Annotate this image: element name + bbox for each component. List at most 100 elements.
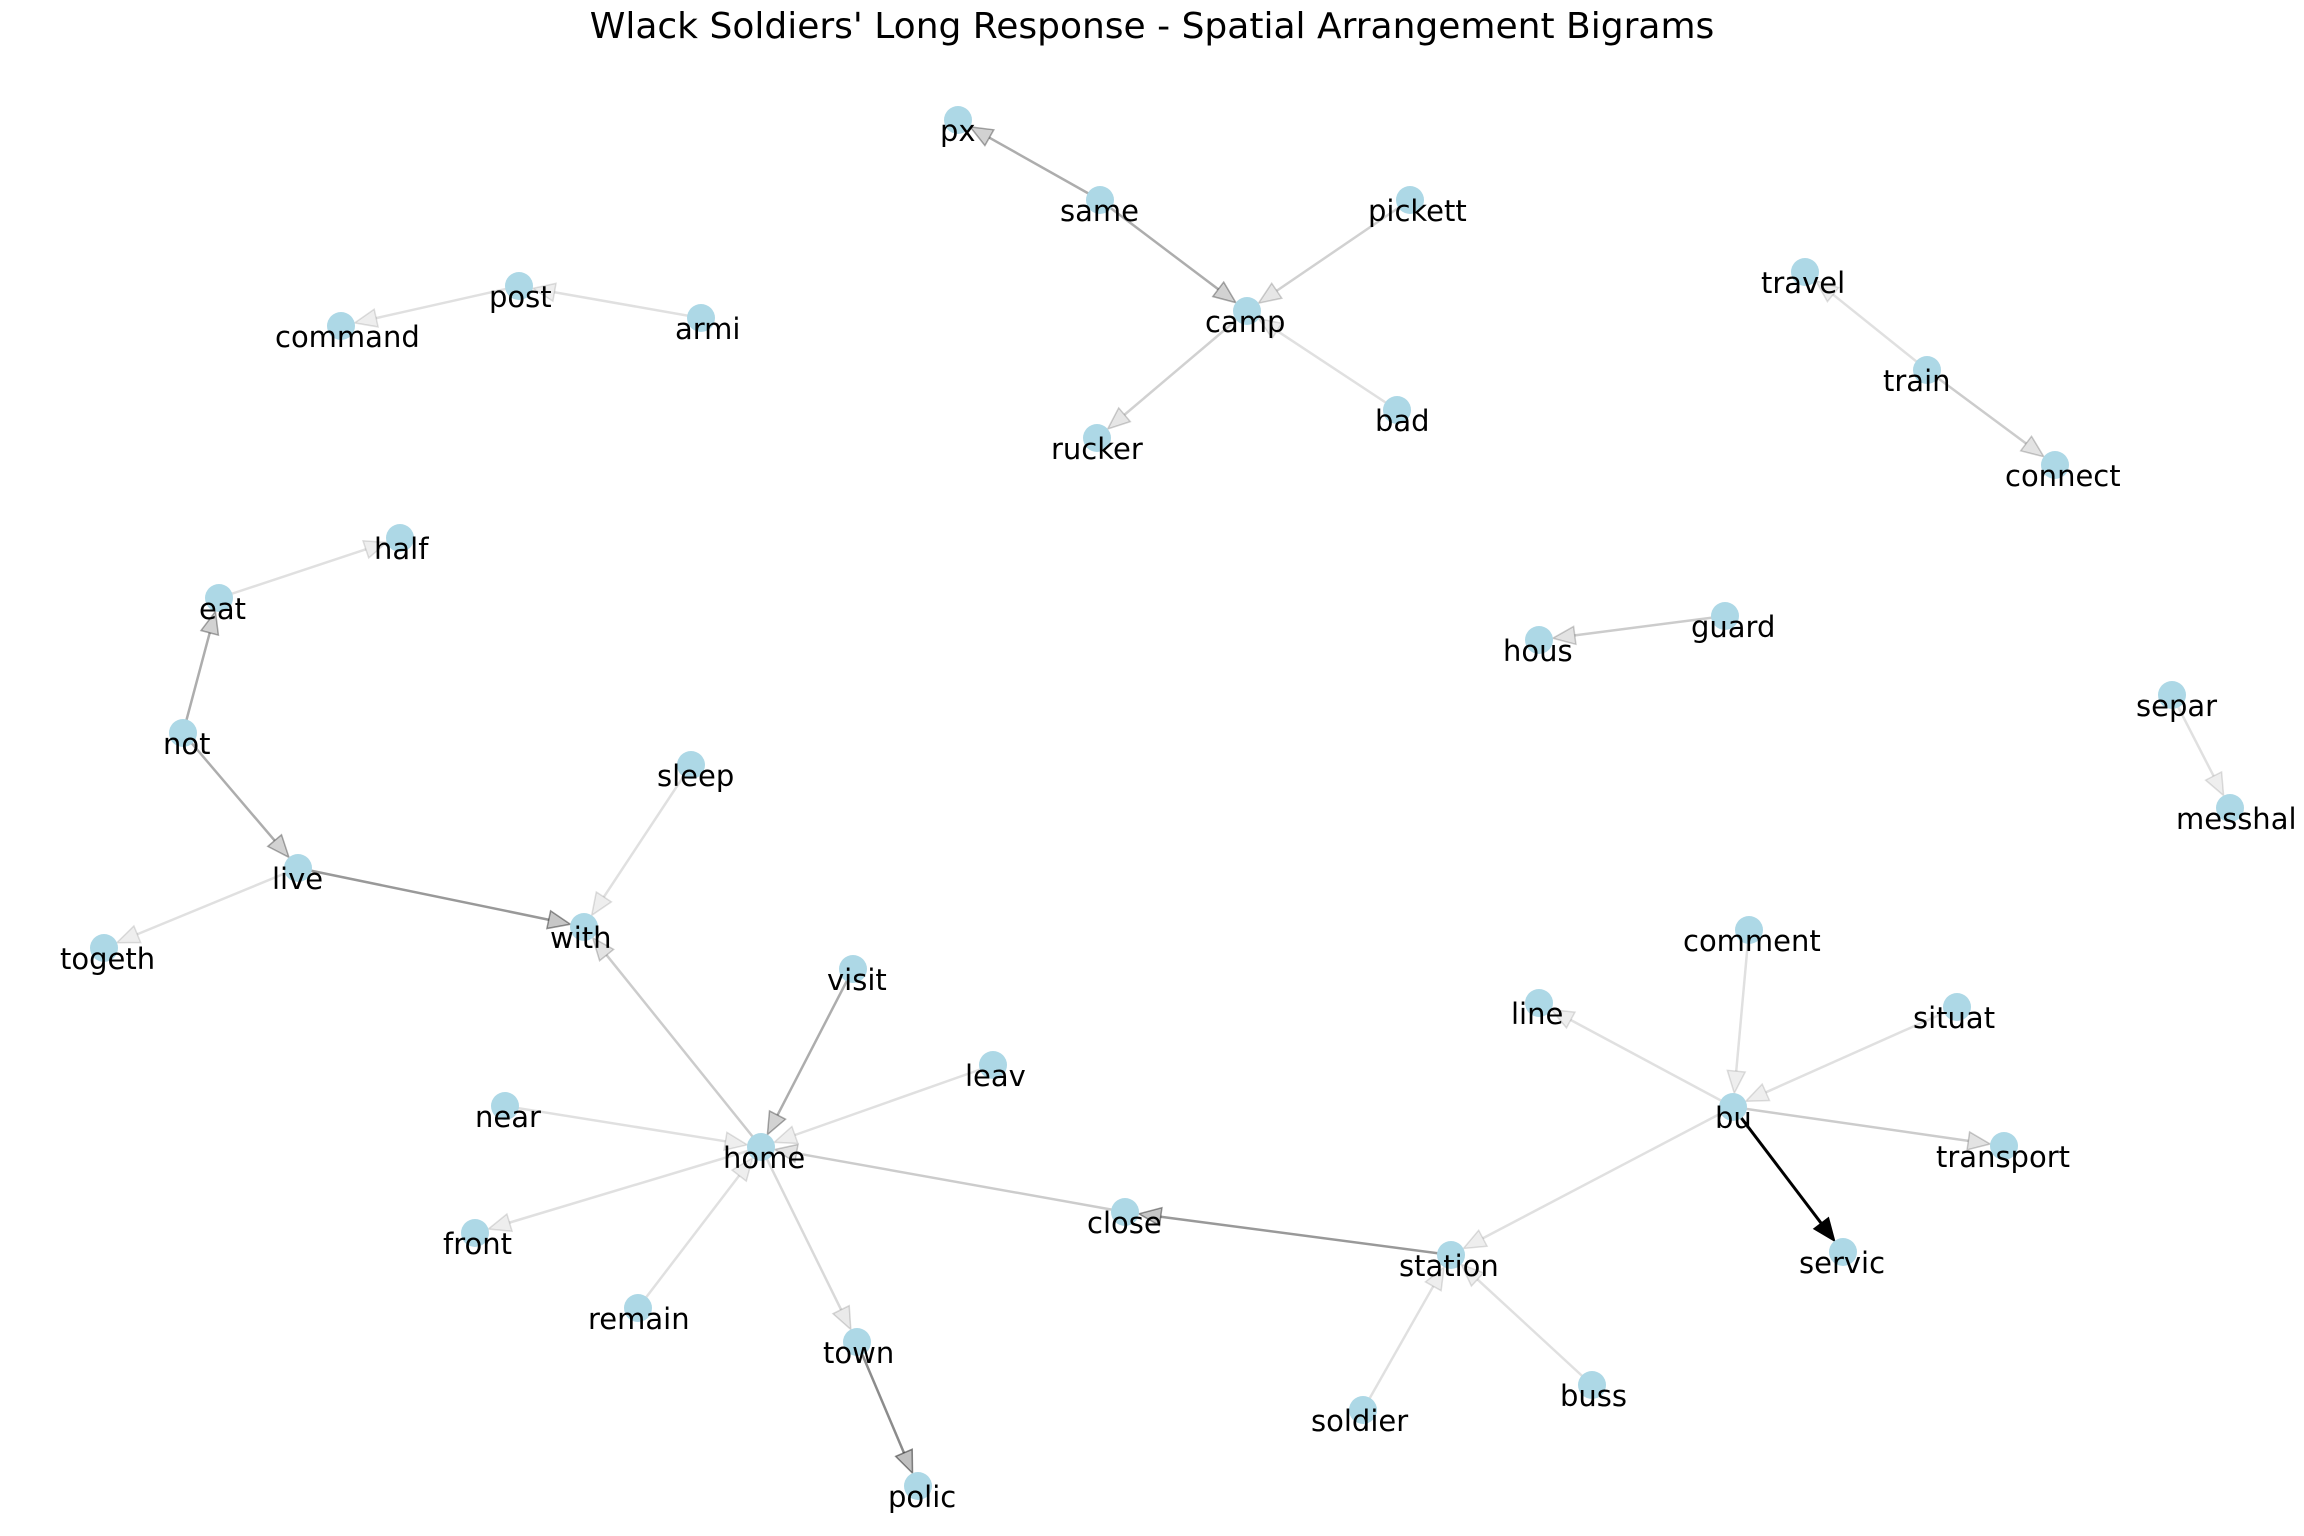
node-pickett[interactable] [1396,186,1424,214]
node-home[interactable] [747,1133,775,1161]
node-close[interactable] [1111,1198,1139,1226]
edge-not-to-live [182,732,291,859]
edge-line [796,1152,1126,1214]
edge-line [504,1104,726,1143]
node-front[interactable] [461,1219,489,1247]
edge-arrowhead [199,609,220,637]
node-label-rucker: rucker [1051,432,1143,466]
edge-line [1123,310,1248,416]
edge-arrowhead [1257,317,1284,340]
edge-situat-to-bu [1743,1005,1958,1103]
node-half[interactable] [386,524,414,552]
node-rucker[interactable] [1083,424,1111,452]
node-town[interactable] [843,1328,871,1356]
node-near[interactable] [491,1092,519,1120]
node-live[interactable] [284,854,312,882]
node-separ[interactable] [2158,681,2186,709]
edge-train-to-connect [1926,368,2046,458]
edge-arrowhead [1966,1130,1993,1151]
node-station[interactable] [1437,1241,1465,1269]
node-label-not: not [163,727,211,761]
node-connect[interactable] [2041,451,2069,479]
node-bad[interactable] [1383,396,1411,424]
node-eat[interactable] [205,584,233,612]
node-transport[interactable] [1990,1132,2018,1160]
edge-line [1361,1285,1435,1411]
node-sleep[interactable] [677,751,705,779]
node-label-live: live [272,862,323,896]
edge-arrowhead [766,1109,787,1137]
node-label-eat: eat [199,592,246,626]
node-post[interactable] [505,272,533,300]
node-bu[interactable] [1719,1093,1747,1121]
edge-arrowhead [545,909,573,930]
edge-arrowhead [723,1131,750,1152]
node-label-armi: armi [675,312,741,346]
node-label-bad: bad [1375,404,1430,438]
node-label-near: near [475,1100,541,1134]
edge-arrowhead [591,936,615,962]
edge-arrowhead [1549,1008,1577,1030]
edge-camp-to-rucker [1106,310,1248,431]
edge-arrowhead [1814,279,1840,303]
edge-arrowhead [1459,1263,1485,1288]
node-camp[interactable] [1233,297,1261,325]
edge-home-to-with [591,936,762,1148]
node-messhal[interactable] [2216,794,2244,822]
edge-arrowhead [352,308,380,328]
edge-arrowhead [115,924,142,944]
edge-bad-to-camp [1257,317,1398,412]
node-visit[interactable] [839,955,867,983]
edge-line [554,291,702,320]
node-togeth[interactable] [90,934,118,962]
edge-arrowhead [1461,1228,1489,1250]
node-label-comment: comment [1683,924,1821,958]
edge-line [1276,198,1411,292]
node-guard[interactable] [1711,602,1739,630]
node-command[interactable] [327,312,355,340]
node-situat[interactable] [1943,993,1971,1021]
edge-line [1476,1278,1593,1386]
node-px[interactable] [944,106,972,134]
edge-bu-to-transport [1732,1105,1993,1151]
edge-separ-to-messhal [2170,694,2225,798]
edge-arrowhead [1256,281,1284,305]
node-servic[interactable] [1829,1238,1857,1266]
node-not[interactable] [169,719,197,747]
node-label-sleep: sleep [657,759,734,793]
edge-line [1731,1106,1823,1225]
edge-post-to-command [352,284,520,328]
edge-line [605,954,762,1148]
node-label-travel: travel [1761,266,1845,300]
node-same[interactable] [1086,186,1114,214]
edge-arrowhead [590,890,613,917]
node-label-separ: separ [2136,689,2217,723]
node-line[interactable] [1525,989,1553,1017]
edge-line [181,632,211,734]
node-hous[interactable] [1525,626,1553,654]
edge-line [1160,1215,1452,1257]
node-with[interactable] [570,913,598,941]
node-soldier[interactable] [1349,1396,1377,1424]
node-travel[interactable] [1791,258,1819,286]
node-label-messhal: messhal [2176,802,2297,836]
edge-line [637,1174,741,1309]
node-polic[interactable] [904,1472,932,1500]
node-train[interactable] [1913,356,1941,384]
node-armi[interactable] [687,304,715,332]
edge-buss-to-station [1459,1263,1593,1386]
node-leav[interactable] [979,1051,1007,1079]
node-label-pickett: pickett [1368,194,1467,228]
node-buss[interactable] [1578,1371,1606,1399]
edge-live-to-togeth [115,866,299,944]
node-label-post: post [489,280,552,314]
edge-not-to-eat [181,609,220,734]
edge-line [1276,329,1398,412]
node-remain[interactable] [624,1294,652,1322]
node-comment[interactable] [1735,916,1763,944]
node-label-bu: bu [1715,1101,1752,1135]
edge-line [1832,293,1928,371]
node-label-transport: transport [1936,1140,2070,1174]
edge-pickett-to-camp [1256,198,1411,305]
